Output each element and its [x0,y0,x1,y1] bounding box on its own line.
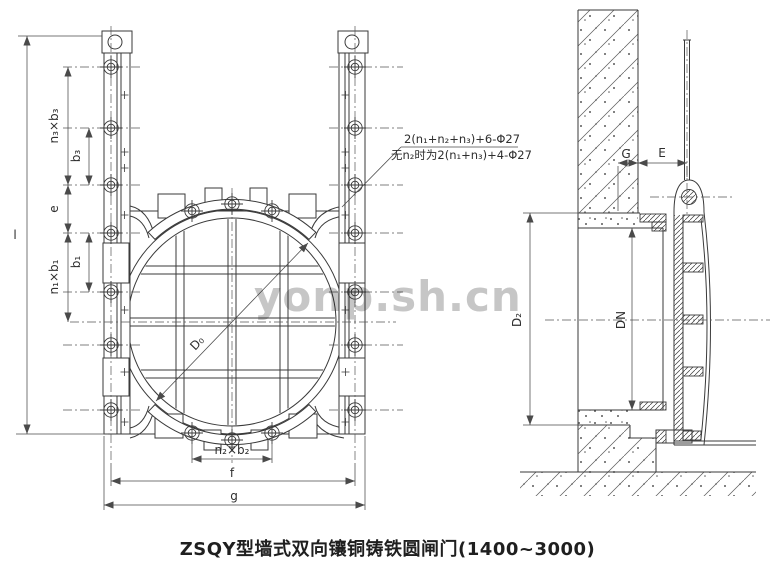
dim-label-f: f [230,466,235,480]
dim-label-n2b2: n₂×b₂ [215,443,250,457]
left-dimensions: l n₃×b₃ b₃ e n₁×b₁ b₁ [13,35,108,435]
dim-label-b3: b₃ [69,150,83,163]
dim-label-d0: D₀ [187,333,207,353]
front-view: D₀ l n₃×b₃ b₃ e n₁×b₁ b₁ n₂×b₂ [13,26,532,510]
side-dimensions: DN D₂ G E [510,146,688,426]
dim-label-g-embed: G [621,147,630,161]
rail-ticks [120,91,350,426]
dim-label-l: l [13,228,16,242]
caption: ZSQY型墙式双向镶铜铸铁圆闸门(1400~3000) [179,539,596,560]
dim-label-n1b1: n₁×b₁ [47,259,61,294]
dim-label-d2: D₂ [510,313,524,327]
watermark: yonp.sh.cn [254,272,522,321]
top-flange-band [147,198,317,241]
note-line2: 无n₂时为2(n₁+n₃)+4-Φ27 [391,148,532,162]
d0-diameter-line [155,242,309,402]
side-view: DN D₂ G E [510,9,770,496]
dim-label-n3b3: n₃×b₃ [47,108,61,143]
dim-label-dn: DN [614,311,628,329]
gate-disc [673,179,711,446]
left-guide-rail [101,30,133,435]
dim-label-b1: b₁ [69,256,83,269]
stem [650,30,733,214]
right-guide-rail [337,30,369,435]
dim-label-g: g [230,489,238,503]
bottom-dimensions: n₂×b₂ f g [103,436,366,510]
note-line1: 2(n₁+n₂+n₃)+6-Φ27 [404,132,520,146]
dim-label-e-offset: E [658,146,666,160]
concrete-wall [577,9,664,472]
bottom-flange-band [147,403,317,446]
bolt-note: 2(n₁+n₂+n₃)+6-Φ27 无n₂时为2(n₁+n₃)+4-Φ27 [341,132,532,208]
ground [520,471,756,496]
dim-label-e: e [47,205,61,212]
bolts [99,55,367,452]
embedded-seat [639,213,756,446]
